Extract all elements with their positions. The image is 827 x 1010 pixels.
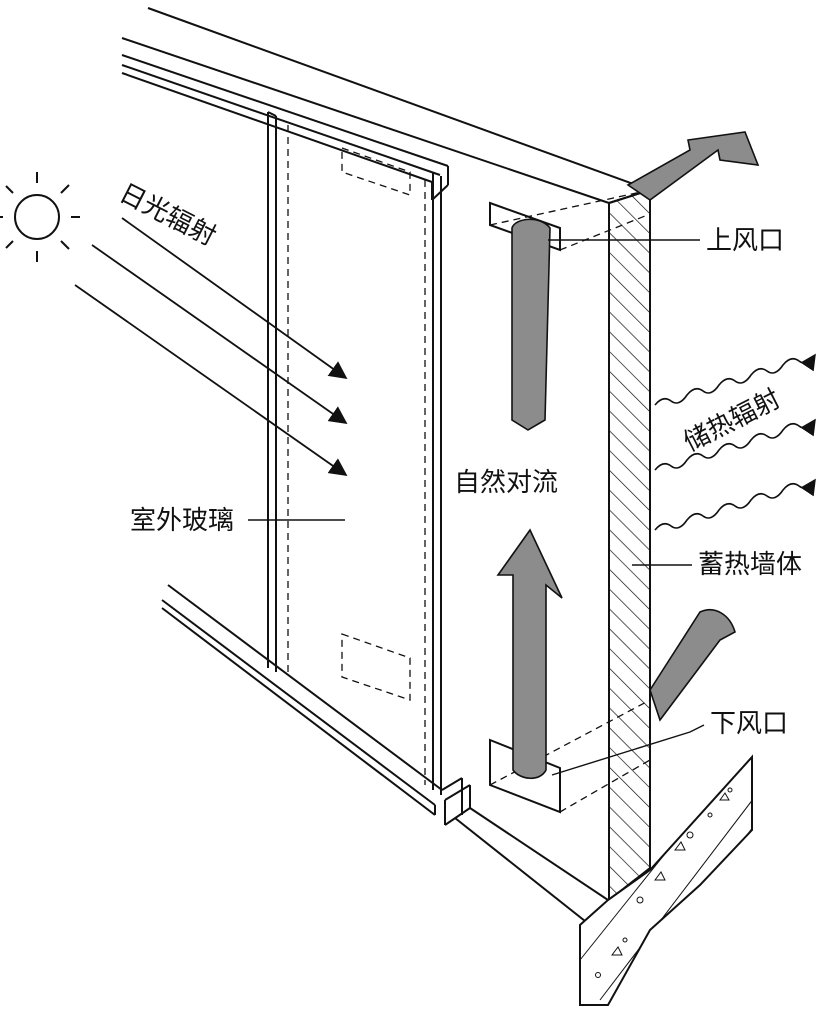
label-natural-convection: 自然对流 — [454, 468, 559, 498]
label-outdoor-glass: 室外玻璃 — [130, 506, 235, 536]
intake-arrow — [649, 608, 736, 722]
convection-arrows — [496, 131, 760, 780]
solar-radiation-arrows — [74, 217, 348, 477]
vent-dashed-links — [489, 189, 651, 813]
stored-heat-radiation-arrows — [654, 353, 816, 531]
sun-icon — [0, 172, 80, 262]
label-lower-vent: 下风口 — [710, 709, 789, 739]
label-thermal-storage-wall: 蓄热墙体 — [698, 550, 803, 580]
heat-wave-3 — [654, 478, 816, 531]
roof-slab — [121, 7, 651, 204]
glass-dashed-outline — [287, 125, 426, 785]
solar-ray-2 — [91, 244, 348, 425]
heat-wave-2 — [654, 418, 816, 471]
downflow-arrow — [511, 218, 551, 431]
exhaust-arrow — [626, 131, 760, 201]
floor-sill — [161, 584, 609, 926]
solar-ray-1 — [121, 217, 348, 380]
leader-lower-vent — [551, 724, 705, 776]
heat-wave-1 — [654, 353, 816, 406]
outdoor-glass-frame — [267, 111, 442, 795]
label-upper-vent: 上风口 — [706, 226, 785, 256]
leader-lines — [248, 239, 705, 776]
thermal-storage-wall — [608, 188, 651, 903]
upflow-arrow — [496, 528, 563, 780]
solar-ray-3 — [74, 284, 348, 477]
